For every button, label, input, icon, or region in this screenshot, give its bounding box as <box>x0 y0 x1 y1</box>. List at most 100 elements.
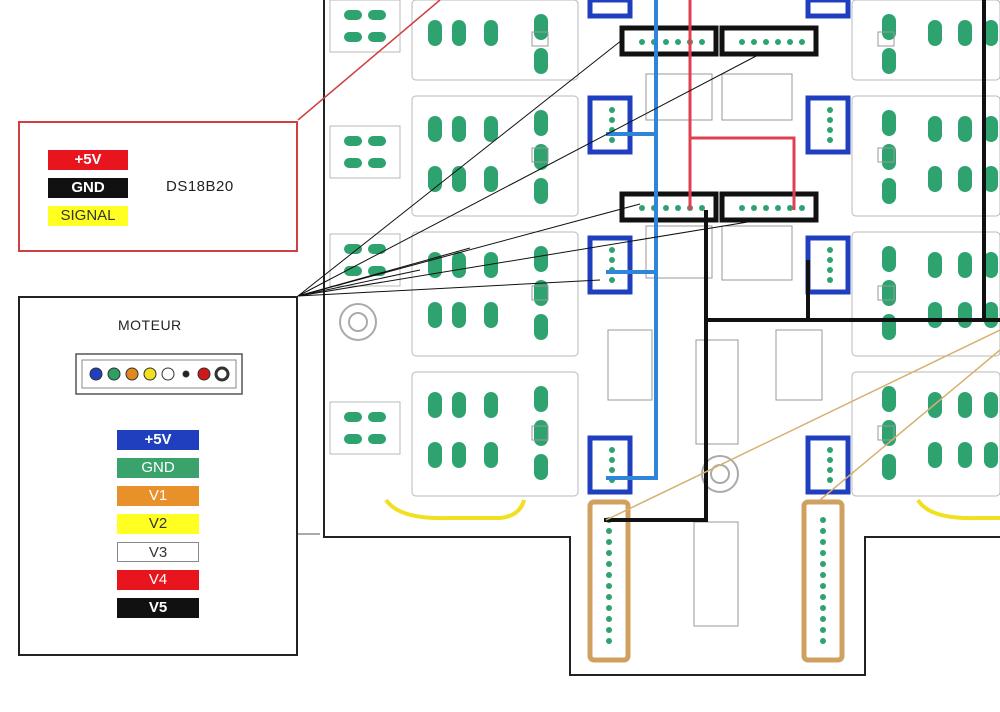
solder-pad <box>368 244 386 254</box>
connector-pin <box>606 528 612 534</box>
connector-pin <box>820 616 826 622</box>
module-outline <box>411 0 579 81</box>
connector-pin <box>606 627 612 633</box>
ic-chip <box>607 329 653 401</box>
connector-block <box>329 401 401 455</box>
ic-chip <box>645 225 713 279</box>
motor-wire-v3: V3 <box>117 542 199 562</box>
solder-pad <box>484 166 498 192</box>
solder-pad <box>958 166 972 192</box>
motor-wire-v2: V2 <box>117 514 199 534</box>
sensor-header <box>719 25 819 57</box>
solder-pad <box>928 302 942 328</box>
solder-pad <box>534 178 548 204</box>
socket-pin <box>609 467 615 473</box>
relay-symbol <box>531 425 549 441</box>
socket-pin <box>609 257 615 263</box>
socket-pin <box>609 247 615 253</box>
header-pin <box>763 205 769 211</box>
solder-pad <box>984 116 998 142</box>
solder-pad <box>484 302 498 328</box>
socket-pin <box>609 447 615 453</box>
socket-body <box>587 435 633 495</box>
blue-wire <box>606 0 658 480</box>
pcb-outline <box>323 0 1000 676</box>
legend-pointer <box>297 53 761 297</box>
legend-pointer <box>297 269 421 297</box>
solder-pad <box>534 314 548 340</box>
connector-pin <box>606 638 612 644</box>
solder-pad <box>484 392 498 418</box>
solder-pad <box>484 116 498 142</box>
motor-connector-pin <box>182 370 190 378</box>
header-pin <box>639 205 645 211</box>
connector-pin <box>606 550 612 556</box>
solder-pad <box>882 48 896 74</box>
header-pin <box>663 39 669 45</box>
legend-pointer <box>297 247 471 297</box>
solder-pad <box>928 166 942 192</box>
ic-chip <box>695 339 739 445</box>
connector-pin <box>606 572 612 578</box>
solder-pad <box>452 302 466 328</box>
socket-body <box>805 435 851 495</box>
solder-pad <box>428 20 442 46</box>
solder-pad <box>882 14 896 40</box>
socket-pin <box>609 117 615 123</box>
legend-pointer <box>297 279 601 297</box>
driver-module <box>851 0 1000 81</box>
solder-pad <box>534 386 548 412</box>
relay-symbol <box>531 147 549 163</box>
solder-pad <box>928 20 942 46</box>
socket-body <box>805 0 851 19</box>
solder-pad <box>344 434 362 444</box>
connector-pin <box>606 561 612 567</box>
motor-connector-socket <box>805 0 851 19</box>
block-outline <box>329 401 401 455</box>
sensor-header <box>719 191 819 223</box>
socket-body <box>587 235 633 295</box>
solder-pad <box>984 302 998 328</box>
ds18b20-wire-5v: +5V <box>48 150 128 170</box>
connector-pin <box>820 583 826 589</box>
silkscreen-arc <box>384 498 526 521</box>
motor-connector-socket <box>805 435 851 495</box>
solder-pad <box>882 110 896 136</box>
motor-connector-pin <box>89 367 103 381</box>
connector-pin <box>606 616 612 622</box>
solder-pad <box>882 178 896 204</box>
connector-pin <box>820 561 826 567</box>
motor-connector-pin <box>197 367 211 381</box>
connector-pin <box>820 605 826 611</box>
ic-chip <box>721 73 793 121</box>
socket-pin <box>609 457 615 463</box>
module-outline <box>411 95 579 217</box>
solder-pad <box>882 386 896 412</box>
legend-pointer <box>297 0 441 121</box>
socket-body <box>587 0 633 19</box>
sensor-header <box>619 191 719 223</box>
module-outline <box>851 95 1000 217</box>
connector-pin <box>820 528 826 534</box>
ic-chip <box>693 521 739 627</box>
solder-pad <box>958 442 972 468</box>
connector-pin <box>820 550 826 556</box>
solder-pad <box>984 20 998 46</box>
solder-pad <box>344 244 362 254</box>
header-pin <box>787 205 793 211</box>
socket-pin <box>827 457 833 463</box>
motor-wire-5v: +5V <box>117 430 199 450</box>
ic-chip <box>645 73 713 121</box>
socket-pin <box>827 447 833 453</box>
solder-pad <box>984 166 998 192</box>
socket-pin <box>827 137 833 143</box>
solder-pad <box>928 116 942 142</box>
socket-pin <box>827 127 833 133</box>
legend-pointer <box>297 39 623 297</box>
solder-pad <box>452 392 466 418</box>
connector-body <box>801 499 845 663</box>
header-pin <box>699 39 705 45</box>
relay-symbol <box>877 285 895 301</box>
socket-pin <box>609 127 615 133</box>
